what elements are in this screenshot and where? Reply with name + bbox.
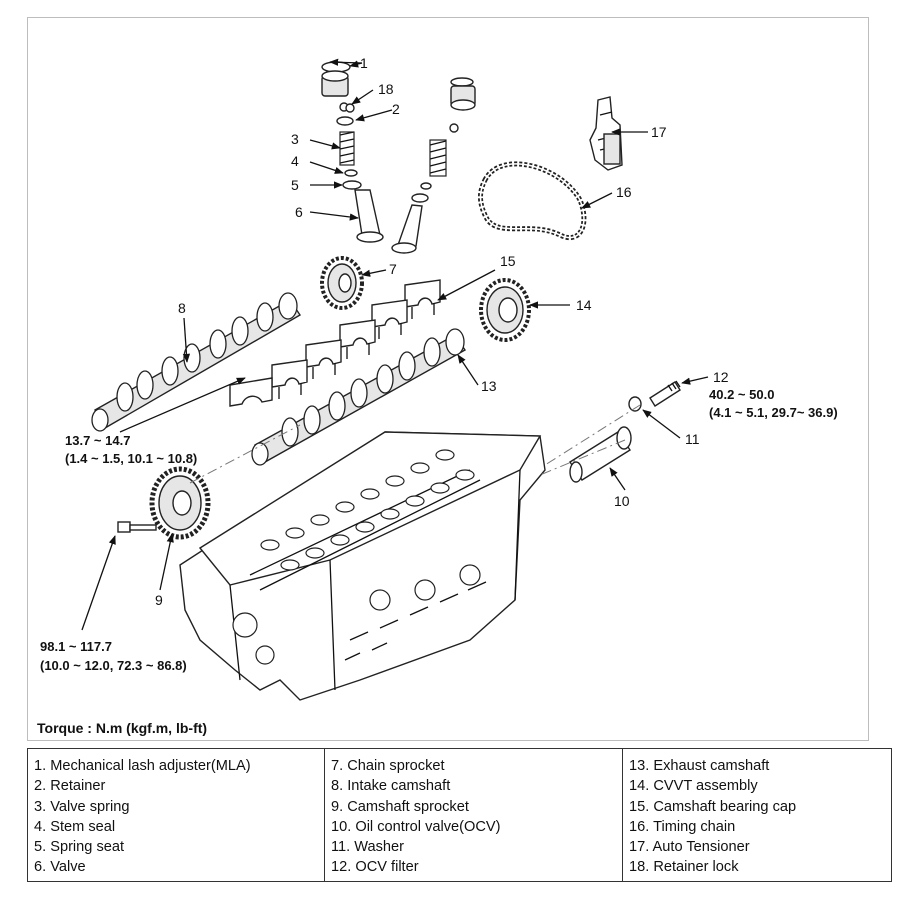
torque-sprocket-bolt-value: 98.1 ~ 117.7 [40,639,112,654]
callout-4: 4 [291,153,299,169]
legend-column-3: 13. Exhaust camshaft 14. CVVT assembly 1… [622,748,892,882]
camshaft-bearing-caps [229,279,441,407]
washer [628,396,642,412]
legend-item: 9. Camshaft sprocket [331,798,469,815]
exhaust-camshaft [251,328,467,466]
legend-column-1: 1. Mechanical lash adjuster(MLA) 2. Reta… [27,748,325,882]
valve-train-left [321,61,384,243]
legend-item: 11. Washer [331,839,404,856]
torque-ocv-filter-value: 40.2 ~ 50.0 [709,387,774,402]
intake-camshaft [91,292,301,432]
callout-10: 10 [614,493,630,509]
cvvt-assembly [479,278,531,342]
diagram-frame [27,17,869,741]
legend-item: 3. Valve spring [34,798,130,815]
callout-14: 14 [576,297,592,313]
timing-chain [478,161,587,240]
valve-train-right [391,77,476,254]
legend-item: 8. Intake camshaft [331,778,451,795]
legend-item: 16. Timing chain [629,818,736,835]
legend-item: 18. Retainer lock [629,859,739,876]
legend-item: 7. Chain sprocket [331,758,445,774]
callout-3: 3 [291,131,299,147]
callout-11: 11 [685,431,700,447]
legend-item: 5. Spring seat [34,839,125,856]
callout-1: 1 [360,55,368,71]
callout-5: 5 [291,177,299,193]
auto-tensioner [589,96,623,171]
legend-item: 12. OCV filter [331,859,419,876]
cylinder-head [179,431,546,701]
callout-17: 17 [651,124,667,140]
torque-sprocket-bolt-detail: (10.0 ~ 12.0, 72.3 ~ 86.8) [40,658,187,673]
legend-item: 17. Auto Tensioner [629,839,750,856]
parts-legend-table: 1. Mechanical lash adjuster(MLA) 2. Reta… [27,748,892,882]
legend-item: 6. Valve [34,859,86,876]
legend-item: 13. Exhaust camshaft [629,758,770,774]
callout-13: 13 [481,378,497,394]
callout-18: 18 [378,81,394,97]
callout-numbers: 1 18 2 3 4 5 6 7 8 9 10 11 12 13 14 15 1… [155,55,729,608]
callout-6: 6 [295,204,303,220]
legend-item: 10. Oil control valve(OCV) [331,818,501,835]
callout-12: 12 [713,369,729,385]
torque-unit-label: Torque : N.m (kgf.m, lb-ft) [37,720,208,736]
leader-lines [81,58,709,631]
ocv-filter [649,380,681,407]
legend-item: 4. Stem seal [34,818,116,835]
legend-item: 14. CVVT assembly [629,778,758,795]
torque-ocv-filter-detail: (4.1 ~ 5.1, 29.7~ 36.9) [709,405,838,420]
callout-9: 9 [155,592,163,608]
legend-item: 1. Mechanical lash adjuster(MLA) [34,758,251,774]
callout-15: 15 [500,253,516,269]
callout-8: 8 [178,300,186,316]
callout-2: 2 [392,101,400,117]
torque-cam-cap-value: 13.7 ~ 14.7 [65,433,130,448]
legend-column-2: 7. Chain sprocket 8. Intake camshaft 9. … [324,748,623,882]
torque-cam-cap-detail: (1.4 ~ 1.5, 10.1 ~ 10.8) [65,451,197,466]
legend-item: 15. Camshaft bearing cap [629,798,797,815]
exploded-view-diagram: 1 18 2 3 4 5 6 7 8 9 10 11 12 13 14 15 1… [40,55,838,701]
chain-sprocket [320,256,364,310]
torque-specs: 13.7 ~ 14.7 (1.4 ~ 1.5, 10.1 ~ 10.8) 40.… [40,387,838,673]
camshaft-sprocket [149,466,211,540]
oil-control-valve [569,426,632,483]
callout-7: 7 [389,261,397,277]
legend-item: 2. Retainer [34,778,106,795]
sprocket-bolt [117,521,157,533]
callout-16: 16 [616,184,632,200]
